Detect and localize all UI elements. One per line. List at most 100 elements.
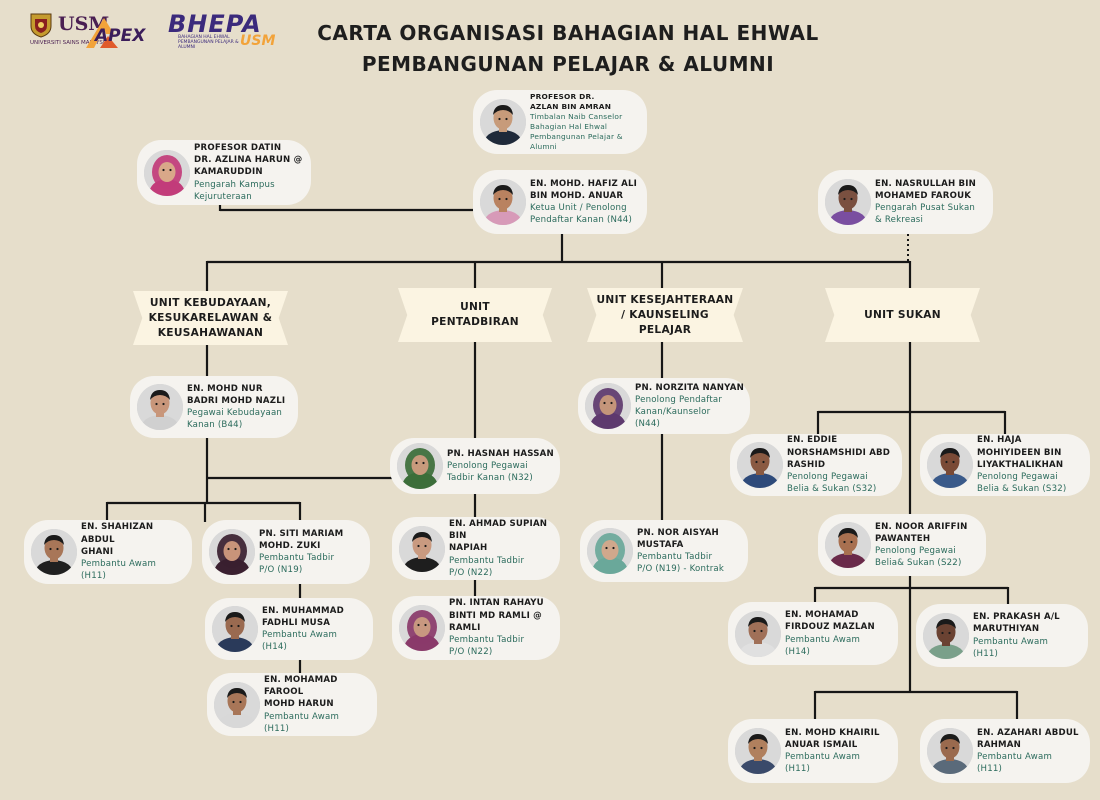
staff-name: EN. PRAKASH A/L MARUTHIYAN <box>973 612 1060 635</box>
avatar <box>144 150 190 196</box>
avatar <box>585 383 631 429</box>
staff-position: Pembantu Awam (H11) <box>264 711 340 734</box>
avatar <box>480 179 526 225</box>
staff-position: Pembantu Awam (H11) <box>973 636 1049 659</box>
staff-position: Pengarah Pusat Sukan & Rekreasi <box>875 203 976 226</box>
staff-name: EN. MOHAMAD FIRDOUZ MAZLAN <box>785 610 875 633</box>
avatar <box>209 529 255 575</box>
staff-position: Pembantu Awam (H11) <box>977 752 1053 775</box>
apex-logo-icon <box>86 18 118 48</box>
staff-name: EN. MOHD. HAFIZ ALI BIN MOHD. ANUAR <box>530 178 638 201</box>
staff-position: Penolong Pegawai Tadbir Kanan (N32) <box>447 460 533 484</box>
staff-name: EN. HAJA MOHIYIDEEN BIN LIYAKTHALIKHAN <box>977 435 1064 470</box>
staff-name: EN. MOHD KHAIRIL ANUAR ISMAIL <box>785 727 880 750</box>
avatar <box>735 728 781 774</box>
staff-position: Pembantu Awam (H11) <box>81 559 157 582</box>
staff-name: EN. EDDIE NORSHAMSHIDI ABD RASHID <box>787 435 891 470</box>
staff-position: Pembantu Awam (H11) <box>785 752 861 775</box>
staff-name: EN. MOHD NUR BADRI MOHD NAZLI <box>187 383 286 406</box>
staff-position: Penolong Pendaftar Kanan/Kaunselor (N44) <box>635 394 723 430</box>
avatar <box>735 611 781 657</box>
unit-sukan-label: UNIT SUKAN <box>864 308 941 321</box>
unit-kesejahteraan-label: UNIT KESEJAHTERAAN / KAUNSELING PELAJAR <box>596 293 734 336</box>
staff-position: Pegawai Kebudayaan Kanan (B44) <box>187 408 283 431</box>
usm-logo-subtext: UNIVERSITI SAINS MALAYSIA <box>30 40 109 46</box>
avatar <box>825 179 871 225</box>
unit-kebudayaan-label: UNIT KEBUDAYAAN, KESUKARELAWAN & KEUSAHA… <box>148 296 273 339</box>
staff-position: Penolong Pegawai Belia & Sukan (S32) <box>977 472 1067 495</box>
staff-position: Pembantu Tadbir P/O (N22) <box>449 635 525 658</box>
chart-title-line-1: CARTA ORGANISASI BAHAGIAN HAL EHWAL <box>317 21 819 45</box>
staff-position: Ketua Unit / Penolong Pendaftar Kanan (N… <box>530 203 633 226</box>
avatar <box>587 528 633 574</box>
avatar <box>480 99 526 145</box>
staff-position: Pembantu Awam (H14) <box>262 630 338 653</box>
usm-logo-text: USM <box>58 13 110 35</box>
staff-name: EN. NOOR ARIFFIN PAWANTEH <box>875 521 968 544</box>
staff-name: EN. MUHAMMAD FADHLI MUSA <box>262 605 344 628</box>
unit-pentadbiran-banner: UNIT PENTADBIRAN <box>398 288 552 342</box>
staff-name: PROFESOR DR. AZLAN BIN AMRAN <box>530 92 612 111</box>
avatar <box>397 443 443 489</box>
unit-kesejahteraan-banner: UNIT KESEJAHTERAAN / KAUNSELING PELAJAR <box>587 288 743 342</box>
staff-name: PN. SITI MARIAM MOHD. ZUKI <box>259 528 344 551</box>
staff-name: EN. AHMAD SUPIAN BIN NAPIAH <box>449 518 548 554</box>
avatar <box>31 529 77 575</box>
avatar <box>399 605 445 651</box>
staff-position: Pembantu Tadbir P/O (N22) <box>449 555 525 578</box>
staff-name: PN. NORZITA NANYAN <box>635 382 745 393</box>
staff-card-azlina-harun: PROFESOR DATIN DR. AZLINA HARUN @ KAMARU… <box>137 140 311 205</box>
bhepa-logo-text: BHEPA <box>168 10 262 38</box>
unit-kebudayaan-banner: UNIT KEBUDAYAAN, KESUKARELAWAN & KEUSAHA… <box>133 291 288 345</box>
staff-name: EN. MOHAMAD FAROOL MOHD HARUN <box>264 674 338 710</box>
usm-crest-icon <box>30 13 52 38</box>
unit-pentadbiran-label: UNIT PENTADBIRAN <box>431 301 519 328</box>
chart-title: CARTA ORGANISASI BAHAGIAN HAL EHWAL PEMB… <box>300 18 836 80</box>
staff-name: EN. SHAHIZAN ABDUL GHANI <box>81 522 154 557</box>
staff-position: Pembantu Tadbir P/O (N19) - Kontrak <box>637 552 725 575</box>
avatar <box>214 682 260 728</box>
avatar <box>737 442 783 488</box>
staff-name: EN. AZAHARI ABDUL RAHMAN <box>977 727 1079 750</box>
staff-name: PROFESOR DATIN DR. AZLINA HARUN @ KAMARU… <box>194 142 303 178</box>
staff-name: EN. NASRULLAH BIN MOHAMED FAROUK <box>875 178 977 201</box>
staff-position: Penolong Pegawai Belia & Sukan (S32) <box>787 472 877 495</box>
staff-name: PN. INTAN RAHAYU BINTI MD RAMLI @ RAMLI <box>449 598 544 633</box>
avatar <box>212 606 258 652</box>
apex-logo-text: APEX <box>95 26 146 46</box>
staff-position: Pembantu Tadbir P/O (N19) <box>259 553 335 576</box>
staff-position: Penolong Pegawai Belia& Sukan (S22) <box>875 546 962 569</box>
avatar <box>399 526 445 572</box>
avatar <box>137 384 183 430</box>
avatar <box>825 522 871 568</box>
avatar <box>923 613 969 659</box>
bhepa-logo-subtext: BAHAGIAN HAL EHWAL PEMBANGUNAN PELAJAR &… <box>178 35 239 50</box>
avatar <box>927 728 973 774</box>
staff-name: PN. NOR AISYAH MUSTAFA <box>637 527 719 550</box>
unit-sukan-banner: UNIT SUKAN <box>825 288 980 342</box>
chart-title-line-2: PEMBANGUNAN PELAJAR & ALUMNI <box>361 52 775 76</box>
avatar <box>927 442 973 488</box>
staff-position: Pembantu Awam (H14) <box>785 634 861 657</box>
